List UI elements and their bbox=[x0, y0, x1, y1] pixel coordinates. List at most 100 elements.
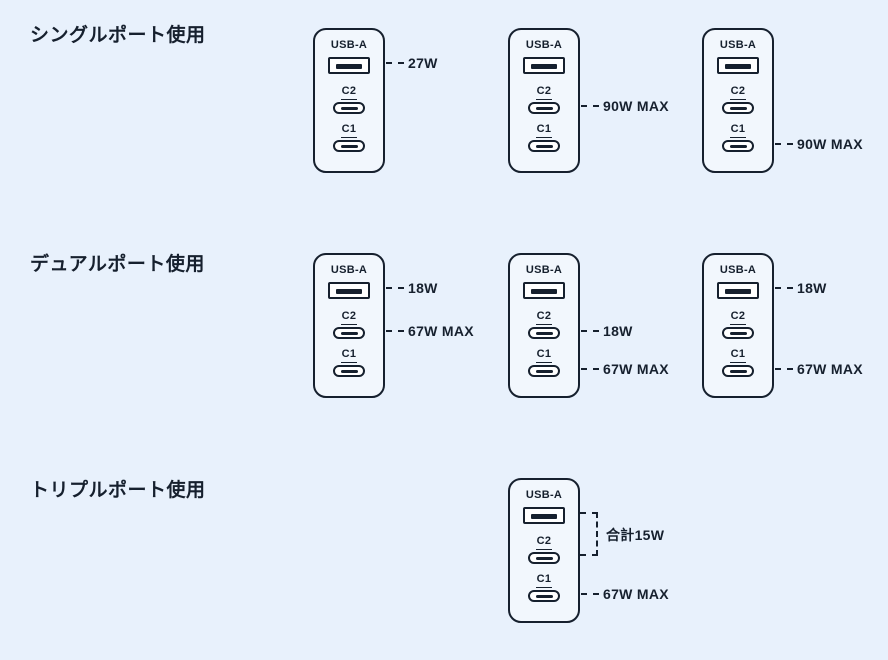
c2-port-label: C2 bbox=[510, 85, 578, 100]
wattage-annotation: 18W bbox=[386, 280, 438, 296]
usb-a-port-label: USB-A bbox=[525, 264, 563, 276]
wattage-label: 18W bbox=[603, 323, 633, 339]
wattage-label: 67W MAX bbox=[603, 586, 669, 602]
port-label-text: C2 bbox=[340, 85, 358, 100]
dashed-connector bbox=[775, 143, 793, 145]
wattage-label: 90W MAX bbox=[603, 98, 669, 114]
wattage-label: 18W bbox=[408, 280, 438, 296]
usb-a-pin-bar bbox=[531, 63, 557, 69]
wattage-annotation: 27W bbox=[386, 55, 438, 71]
c1-port-label: C1 bbox=[510, 348, 578, 363]
c1-port bbox=[722, 140, 754, 152]
wattage-annotation: 90W MAX bbox=[775, 136, 863, 152]
section-title-dual-port: デュアルポート使用 bbox=[30, 254, 205, 275]
usb-c-pin-bar bbox=[340, 369, 358, 373]
c1-port-label: C1 bbox=[315, 348, 383, 363]
usb-a-port-label: USB-A bbox=[719, 39, 757, 51]
port-label-text: C1 bbox=[729, 348, 747, 363]
charger-device: USB-A C2 C1 bbox=[702, 253, 774, 398]
c1-port bbox=[722, 365, 754, 377]
wattage-annotation: 67W MAX bbox=[581, 586, 669, 602]
charger-device: USB-A C2 C1 bbox=[702, 28, 774, 173]
wattage-label: 27W bbox=[408, 55, 438, 71]
usb-a-pin-bar bbox=[336, 63, 362, 69]
charger-device: USB-A C2 C1 bbox=[313, 253, 385, 398]
c2-port-label: C2 bbox=[510, 535, 578, 550]
section-title-triple-port: トリプルポート使用 bbox=[30, 480, 206, 501]
usb-a-port-label: USB-A bbox=[525, 39, 563, 51]
combined-ports-bracket bbox=[580, 512, 598, 556]
dashed-connector bbox=[581, 368, 599, 370]
usb-a-port-label: USB-A bbox=[525, 489, 563, 501]
usb-a-port bbox=[328, 57, 370, 74]
wattage-label: 90W MAX bbox=[797, 136, 863, 152]
c2-port bbox=[333, 327, 365, 339]
wattage-annotation: 67W MAX bbox=[775, 361, 863, 377]
wattage-label: 67W MAX bbox=[797, 361, 863, 377]
port-label-text: C1 bbox=[535, 123, 553, 138]
port-label-text: C1 bbox=[729, 123, 747, 138]
usb-c-pin-bar bbox=[729, 331, 747, 335]
wattage-annotation: 90W MAX bbox=[581, 98, 669, 114]
usb-c-pin-bar bbox=[535, 556, 553, 560]
port-label-text: C2 bbox=[729, 85, 747, 100]
usb-a-port bbox=[523, 507, 565, 524]
usb-c-pin-bar bbox=[340, 331, 358, 335]
port-label-text: C2 bbox=[535, 310, 553, 325]
dashed-connector bbox=[386, 62, 404, 64]
c1-port-label: C1 bbox=[315, 123, 383, 138]
usb-a-port bbox=[717, 57, 759, 74]
usb-c-pin-bar bbox=[729, 144, 747, 148]
c1-port bbox=[528, 365, 560, 377]
usb-c-pin-bar bbox=[535, 106, 553, 110]
dashed-connector bbox=[775, 287, 793, 289]
dashed-connector bbox=[581, 593, 599, 595]
port-label-text: C1 bbox=[535, 573, 553, 588]
port-label-text: C2 bbox=[729, 310, 747, 325]
c1-port bbox=[528, 590, 560, 602]
wattage-label: 67W MAX bbox=[603, 361, 669, 377]
c1-port-label: C1 bbox=[510, 123, 578, 138]
usb-a-pin-bar bbox=[725, 63, 751, 69]
dashed-connector bbox=[386, 287, 404, 289]
c1-port bbox=[333, 365, 365, 377]
usb-a-port-label: USB-A bbox=[330, 264, 368, 276]
c1-port-label: C1 bbox=[510, 573, 578, 588]
c1-port bbox=[528, 140, 560, 152]
wattage-annotation: 67W MAX bbox=[581, 361, 669, 377]
usb-a-port-label: USB-A bbox=[719, 264, 757, 276]
c2-port bbox=[722, 327, 754, 339]
section-title-single-port: シングルポート使用 bbox=[30, 25, 206, 46]
wattage-label: 18W bbox=[797, 280, 827, 296]
c1-port-label: C1 bbox=[704, 348, 772, 363]
usb-a-port bbox=[717, 282, 759, 299]
wattage-annotation: 18W bbox=[775, 280, 827, 296]
usb-c-pin-bar bbox=[535, 331, 553, 335]
charger-device: USB-A C2 C1 bbox=[313, 28, 385, 173]
c2-port-label: C2 bbox=[315, 310, 383, 325]
usb-c-pin-bar bbox=[535, 594, 553, 598]
port-label-text: C1 bbox=[535, 348, 553, 363]
c2-port-label: C2 bbox=[315, 85, 383, 100]
usb-a-port-label: USB-A bbox=[330, 39, 368, 51]
combined-wattage-label: 合計15W bbox=[606, 527, 665, 543]
dashed-connector bbox=[581, 330, 599, 332]
port-label-text: C1 bbox=[340, 123, 358, 138]
usb-c-pin-bar bbox=[340, 106, 358, 110]
dashed-connector bbox=[775, 368, 793, 370]
usb-c-pin-bar bbox=[729, 369, 747, 373]
wattage-annotation: 67W MAX bbox=[386, 323, 474, 339]
usb-a-pin-bar bbox=[336, 288, 362, 294]
usb-a-pin-bar bbox=[725, 288, 751, 294]
usb-c-pin-bar bbox=[340, 144, 358, 148]
c2-port-label: C2 bbox=[510, 310, 578, 325]
c1-port-label: C1 bbox=[704, 123, 772, 138]
c2-port bbox=[333, 102, 365, 114]
c2-port bbox=[722, 102, 754, 114]
c2-port bbox=[528, 102, 560, 114]
wattage-label: 67W MAX bbox=[408, 323, 474, 339]
wattage-annotation: 18W bbox=[581, 323, 633, 339]
usb-a-port bbox=[523, 57, 565, 74]
c2-port bbox=[528, 552, 560, 564]
